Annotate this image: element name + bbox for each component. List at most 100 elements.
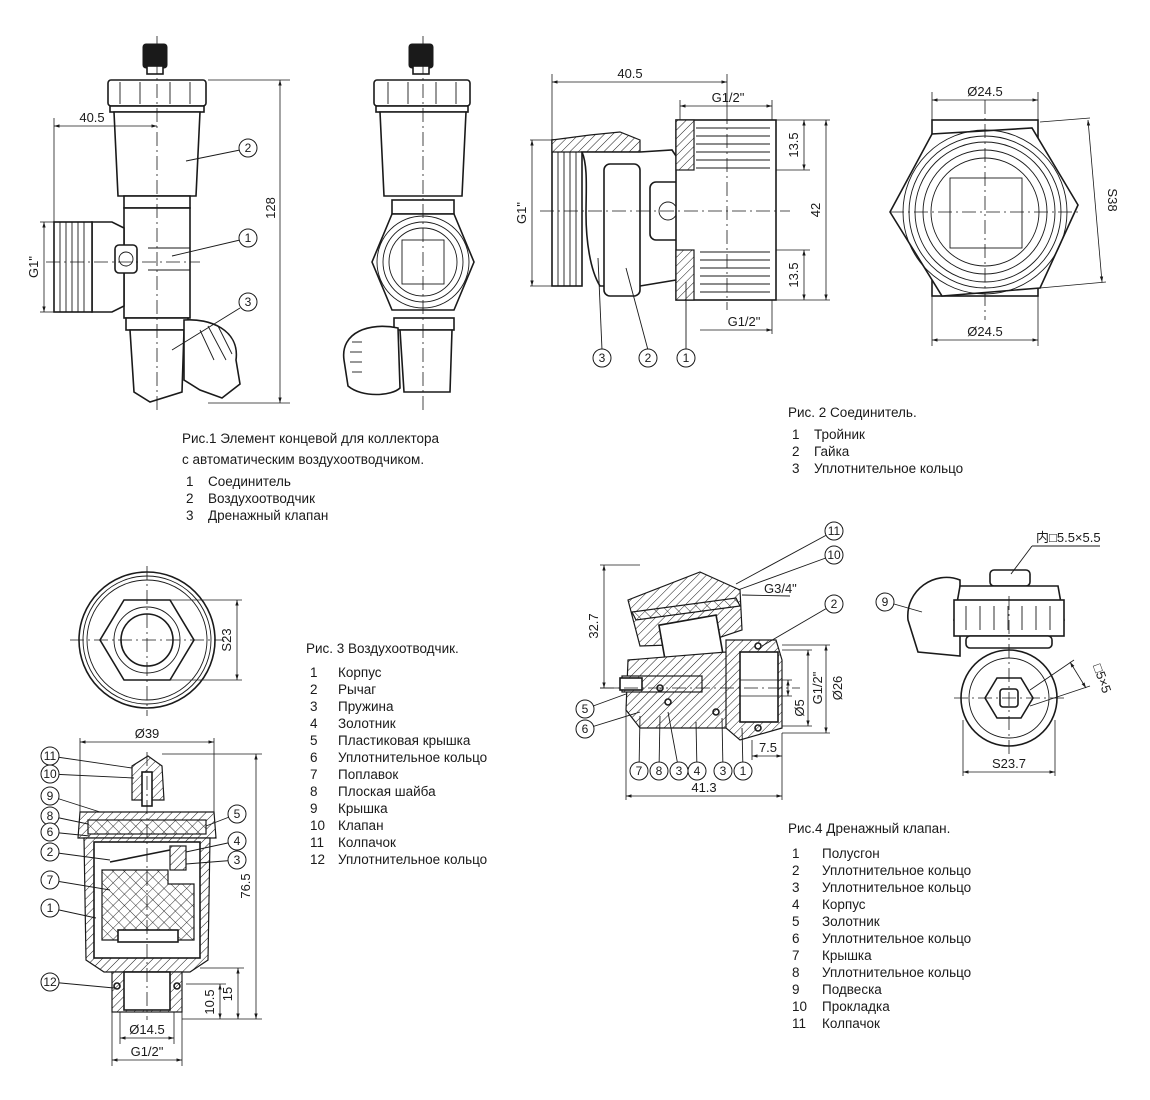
callout-number: 8 xyxy=(47,809,54,823)
legend-item-number: 2 xyxy=(792,863,800,878)
callout-bubble xyxy=(713,761,733,781)
fig4-section: 32.7 G3/4" Ø26 G1/2" Ø5 7.5 41.3 xyxy=(586,564,845,800)
legend-item-label: Уплотнительное кольцо xyxy=(822,880,972,895)
legend-item-label: Воздухоотводчик xyxy=(208,491,315,506)
fig1-callout-2: 2 xyxy=(245,141,252,155)
fig4-side-view: S23.7 内□5.5×5.5 □5×5 9 xyxy=(875,530,1114,776)
fig3-top-view: S23 xyxy=(70,566,242,716)
legend-item-label: Клапан xyxy=(338,818,384,833)
legend-item-label: Колпачок xyxy=(822,1016,880,1031)
legend-item: 4 Золотник xyxy=(306,715,487,732)
callout-number: 5 xyxy=(582,702,589,716)
fig3-dim-thread: G1/2" xyxy=(131,1044,164,1059)
callout-number: 6 xyxy=(582,722,589,736)
fig3-dim-thread-len: 10.5 xyxy=(202,989,217,1014)
callout-bubble xyxy=(575,699,595,719)
leader-line xyxy=(49,981,115,989)
fig1-caption-line1: Рис.1 Элемент концевой для коллектора xyxy=(182,431,440,446)
fig4-dim-square-top: 内□5.5×5.5 xyxy=(1036,530,1101,545)
fig1-dim-width: 40.5 xyxy=(79,110,104,125)
legend-item-label: Золотник xyxy=(822,914,880,929)
legend-item-label: Плоская шайба xyxy=(338,784,436,799)
cap-icon xyxy=(142,43,168,69)
fig4-dim-thread: G1/2" xyxy=(810,671,825,704)
callout-number: 11 xyxy=(44,749,57,763)
callout-bubble xyxy=(40,764,60,784)
legend-item: 2 Уплотнительное кольцо xyxy=(788,862,971,879)
callout-number: 6 xyxy=(47,825,54,839)
legend-item-label: Крышка xyxy=(338,801,388,816)
callout-number: 4 xyxy=(694,764,701,778)
leader-line xyxy=(584,711,641,730)
fig2-dim-thread-left: G1" xyxy=(514,202,529,224)
callout-number: 2 xyxy=(47,845,54,859)
fig4-dim-height: 32.7 xyxy=(586,613,601,638)
legend-item-label: Уплотнительное кольцо xyxy=(822,863,972,878)
fig2-dim-lower: 13.5 xyxy=(786,262,801,287)
callout-number: 10 xyxy=(43,767,57,781)
fig1-dim-thread: G1" xyxy=(26,256,41,278)
callout-number: 1 xyxy=(47,901,54,915)
legend-item: 9 Крышка xyxy=(306,800,487,817)
callout-bubble xyxy=(40,842,60,862)
fig3-dim-height: 76.5 xyxy=(238,873,253,898)
callout-bubble xyxy=(40,786,60,806)
fig2-end-view: Ø24.5 Ø24.5 S38 xyxy=(889,84,1120,346)
fig3-dim-dia-bottom: Ø14.5 xyxy=(129,1022,164,1037)
callout-bubble xyxy=(824,521,844,541)
legend-item-label: Пружина xyxy=(338,699,394,714)
callout-bubble xyxy=(575,719,595,739)
callout-bubble xyxy=(227,804,247,824)
callout-bubble xyxy=(687,761,707,781)
legend-item: 7 Поплавок xyxy=(306,766,487,783)
callout-number: 9 xyxy=(47,789,54,803)
fig4-dim-cap-thread: G3/4" xyxy=(764,581,797,596)
legend-item-number: 1 xyxy=(792,427,800,442)
legend-item-number: 1 xyxy=(792,846,800,861)
legend-item-label: Поплавок xyxy=(338,767,399,782)
legend-item-label: Золотник xyxy=(338,716,396,731)
legend-item-label: Пластиковая крышка xyxy=(338,733,471,748)
leader-line xyxy=(49,851,111,861)
callout-bubble xyxy=(40,822,60,842)
legend-item-number: 7 xyxy=(310,767,318,782)
callout-bubble xyxy=(733,761,753,781)
legend-item-label: Уплотнительное кольцо xyxy=(822,965,972,980)
legend-item-label: Корпус xyxy=(822,897,866,912)
callout-number: 7 xyxy=(636,764,643,778)
fig2-callout-3: 3 xyxy=(599,351,606,365)
legend-item-number: 4 xyxy=(310,716,318,731)
callout-number: 3 xyxy=(720,764,727,778)
fig1-callout-1: 1 xyxy=(245,231,252,245)
legend-item-label: Соединитель xyxy=(208,474,291,489)
legend-item-label: Прокладка xyxy=(822,999,890,1014)
legend-item-number: 9 xyxy=(310,801,318,816)
leader-line xyxy=(737,554,835,591)
fig1-callout-3: 3 xyxy=(245,295,252,309)
callout-bubble xyxy=(824,594,844,614)
legend-item-label: Рычаг xyxy=(338,682,377,697)
fig2-dim-dia-top: Ø24.5 xyxy=(967,84,1002,99)
legend-item-label: Крышка xyxy=(822,948,872,963)
callout-number: 4 xyxy=(234,834,241,848)
callout-number: 2 xyxy=(831,597,838,611)
callout-bubble xyxy=(40,870,60,890)
fig2-caption: Рис. 2 Соединитель. xyxy=(788,405,917,420)
fig4-dim-dia-outer: Ø26 xyxy=(830,676,845,701)
